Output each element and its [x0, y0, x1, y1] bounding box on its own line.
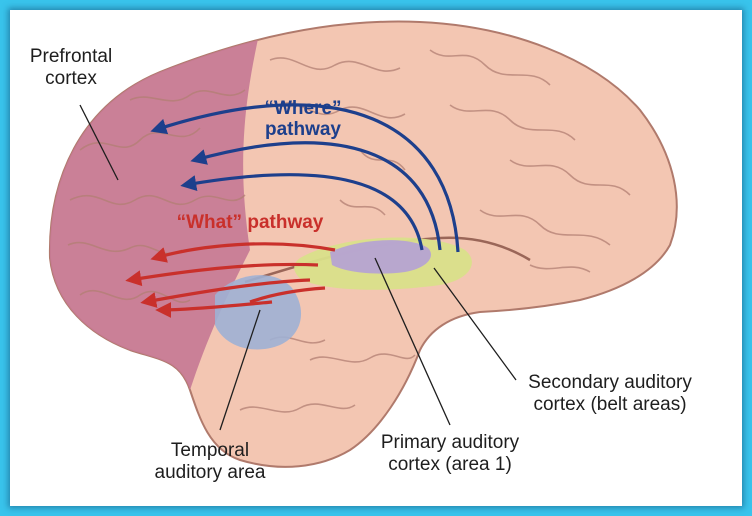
- primary-auditory-label: Primary auditory cortex (area 1): [360, 432, 540, 476]
- temporal-label-line-2: auditory area: [154, 462, 266, 483]
- where-label-line-1: “Where”: [264, 98, 342, 119]
- where-label-line-2: pathway: [264, 119, 342, 140]
- leader-lines: [79, 104, 517, 431]
- brain-diagram: [48, 20, 678, 468]
- where-pathway-label: “Where” pathway: [238, 98, 368, 140]
- secondary-label-line-1: Secondary auditory: [528, 372, 692, 393]
- figure-frame: Prefrontal cortex “Where” pathway “What”…: [10, 10, 742, 506]
- primary-label-line-2: cortex (area 1): [388, 454, 512, 475]
- temporal-auditory-region: [215, 275, 302, 350]
- temporal-auditory-label: Temporal auditory area: [130, 440, 290, 484]
- secondary-auditory-label: Secondary auditory cortex (belt areas): [510, 372, 710, 416]
- what-pathway-arrows: [125, 242, 336, 318]
- where-pathway-arrows: [150, 103, 460, 253]
- primary-label-line-1: Primary auditory: [380, 432, 520, 453]
- prefrontal-label-line-1: Prefrontal: [29, 46, 113, 67]
- prefrontal-label-line-2: cortex: [45, 68, 97, 89]
- temporal-label-line-1: Temporal: [170, 440, 250, 461]
- prefrontal-cortex-label: Prefrontal cortex: [16, 46, 126, 90]
- secondary-label-line-2: cortex (belt areas): [533, 394, 687, 415]
- primary-auditory-region: [330, 240, 432, 274]
- what-pathway-label: “What” pathway: [176, 212, 324, 233]
